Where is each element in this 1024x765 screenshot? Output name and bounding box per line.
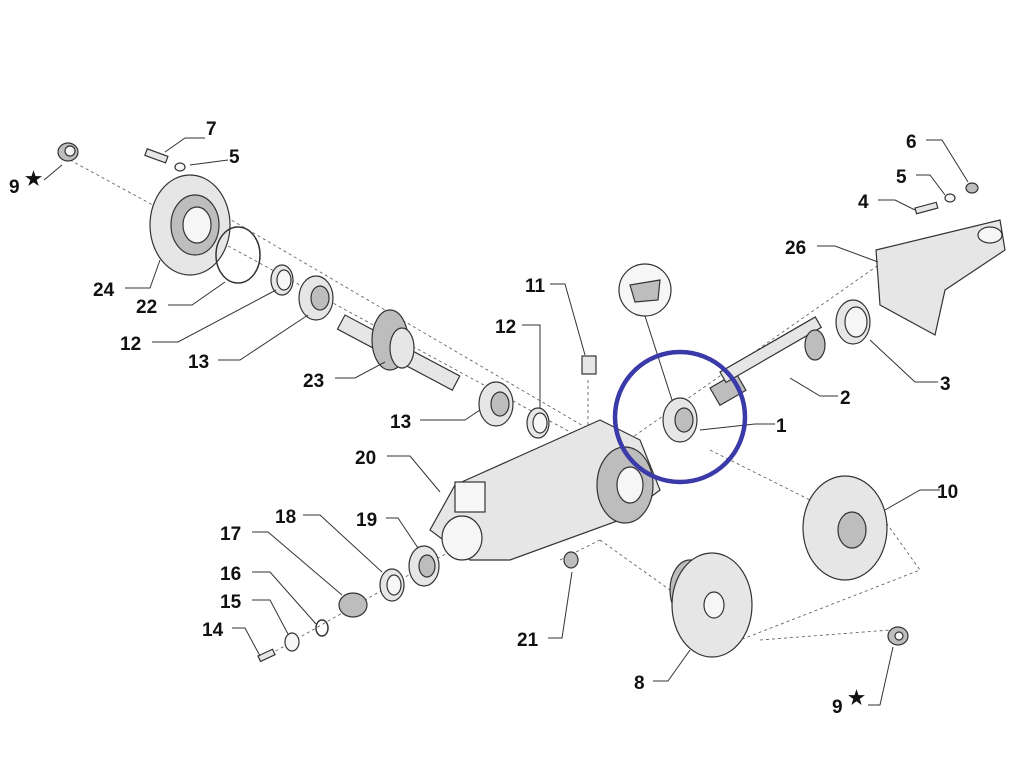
part-nut-21 <box>563 551 579 569</box>
part-nut-9-right <box>887 626 909 646</box>
part-nut-9-left <box>57 142 79 162</box>
callout-6: 6 <box>906 132 917 153</box>
part-oring-22 <box>215 226 261 284</box>
callout-8: 8 <box>634 673 645 694</box>
part-bearing-13-center <box>478 381 514 427</box>
part-nut-6 <box>965 182 979 194</box>
part-cover-24 <box>149 174 231 276</box>
callout-2: 2 <box>840 388 851 409</box>
part-bearing-19 <box>408 545 440 587</box>
callout-9-left: 9 <box>9 177 20 198</box>
callout-26: 26 <box>785 238 806 259</box>
part-washer-15 <box>284 632 300 652</box>
part-screw-14 <box>257 648 276 663</box>
callout-21: 21 <box>517 630 539 651</box>
callout-14: 14 <box>202 620 224 641</box>
callout-16: 16 <box>220 564 241 585</box>
callout-9-right: 9 <box>832 697 843 718</box>
part-ring-18 <box>379 568 405 602</box>
part-detail-insert <box>618 263 672 317</box>
part-coupling-17 <box>338 592 368 618</box>
part-bracket-26 <box>875 219 1006 336</box>
callout-20: 20 <box>355 448 376 469</box>
part-housing-20 <box>429 419 661 561</box>
part-ring-12-left <box>270 264 294 296</box>
callout-15: 15 <box>220 592 242 613</box>
callout-23: 23 <box>303 371 324 392</box>
callout-17: 17 <box>220 524 241 545</box>
highlight-circle <box>612 349 748 485</box>
callout-3: 3 <box>940 374 951 395</box>
callout-18: 18 <box>275 507 296 528</box>
callout-1: 1 <box>776 416 787 437</box>
callout-12-center: 12 <box>495 317 516 338</box>
callout-13-left: 13 <box>188 352 209 373</box>
callout-5-right: 5 <box>896 167 907 188</box>
leader-lines <box>43 137 969 706</box>
part-bearing-1 <box>662 372 747 443</box>
star-icon: ★ <box>848 688 865 709</box>
part-ring-16 <box>315 619 329 637</box>
part-washer-5-right <box>944 193 956 203</box>
callout-5-left: 5 <box>229 147 240 168</box>
part-seal-3 <box>835 299 871 345</box>
part-hub-10 <box>802 475 888 581</box>
callout-4: 4 <box>858 192 869 213</box>
part-stud-4 <box>914 201 939 215</box>
callout-19: 19 <box>356 510 377 531</box>
callout-13-center: 13 <box>390 412 411 433</box>
part-bearing-13-left <box>298 275 334 321</box>
part-bevel-gear-23 <box>336 309 461 391</box>
callout-11: 11 <box>525 276 546 297</box>
part-plug-11 <box>581 355 597 375</box>
part-washer-5-left <box>174 162 186 172</box>
callout-12-left: 12 <box>120 334 141 355</box>
part-shaft-2 <box>719 316 826 384</box>
part-screw-7 <box>144 148 169 164</box>
star-icon: ★ <box>25 169 42 190</box>
callout-22: 22 <box>136 297 157 318</box>
part-ring-12-center <box>526 407 550 439</box>
part-hub-8 <box>669 552 753 658</box>
callout-24: 24 <box>93 280 115 301</box>
callout-10: 10 <box>937 482 958 503</box>
callout-7: 7 <box>206 119 217 140</box>
